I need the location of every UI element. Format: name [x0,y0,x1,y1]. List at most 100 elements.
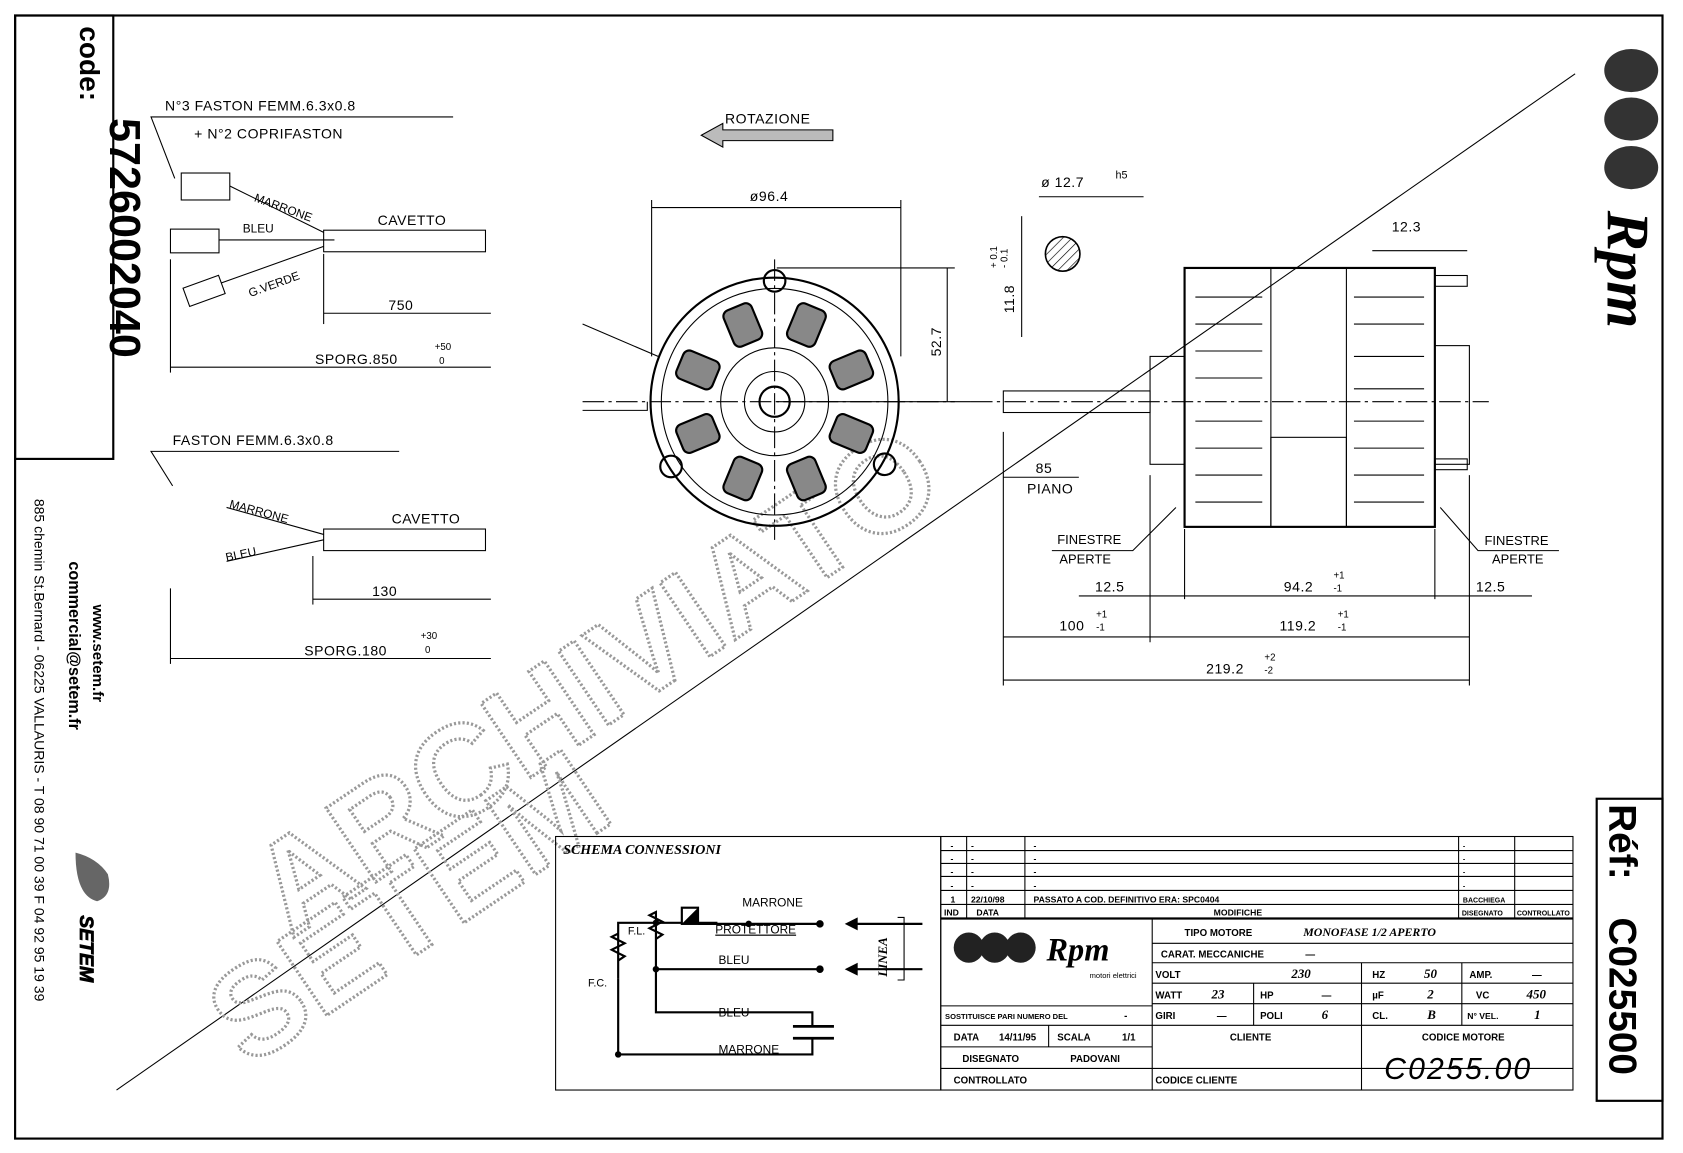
cliente-label: CLIENTE [1230,1032,1272,1043]
faston-title: N°3 FASTON FEMM.6.3x0.8 [165,97,356,113]
data-label: DATA [954,1032,979,1043]
shaft-diameter: ø 12.7 [1041,174,1084,190]
address-group: 885 chemin St.Bernard - 06225 VALLAURIS … [32,499,48,1002]
rpm-logo: Rpm motori elettrici [953,932,1137,980]
title-block: Rpm motori elettrici TIPO MOTORE MONOFAS… [940,918,1573,1091]
hz-label: HZ [1372,970,1385,981]
logo-sub: motori elettrici [1090,971,1137,980]
rev-header-disegnato: DISEGNATO [1462,910,1504,917]
setem-swirl-icon [75,852,110,902]
carat-value: — [1305,949,1315,960]
dim-219-2: 219.2 [1206,661,1244,677]
email-group: commercial@setem.fr [65,561,83,730]
windows-left-2: APERTE [1059,552,1111,567]
rev-cell-data: 22/10/98 [971,894,1005,904]
carat-label: CARAT. MECCANICHE [1161,949,1265,960]
tol: -1 [1338,622,1347,633]
windows-right-2: APERTE [1492,552,1544,567]
wire-marrone-2: MARRONE [228,497,290,526]
flat-tol-plus: + 0.1 [989,246,1000,268]
hz-value: 50 [1424,966,1437,981]
codice-cliente-label: CODICE CLIENTE [1155,1076,1237,1087]
rev-cell-modifica: - [1034,840,1037,850]
code-box [14,14,115,460]
tol-plus-2: +30 [421,631,438,642]
poli-label: POLI [1260,1011,1283,1022]
marrone-top: MARRONE [742,896,803,910]
ventilation-slot [785,455,827,502]
controllato-label: CONTROLLATO [954,1076,1028,1087]
tol: +1 [1338,609,1349,620]
rpm-coil-icon [1604,146,1659,190]
linea-label: LINEA [875,937,890,978]
rpm-coil-icon [1604,48,1659,93]
stud-dim: 12.3 [1392,218,1421,234]
giri-value: — [1217,1011,1227,1022]
rev-cell-disegnato: - [1463,869,1466,876]
ref-group: Réf: C025500 [1601,804,1644,1075]
rpm-brand-right: Rpm [1593,210,1660,328]
code-label-group: code: 5726002040 [74,26,148,358]
ventilation-slot [785,302,827,348]
logo-text: Rpm [1045,932,1109,968]
rev-cell-data: - [971,840,974,850]
overhang-850: SPORG.850 [315,351,398,367]
rev-cell-data: - [971,866,974,876]
flat-tol-minus: - 0.1 [1000,249,1011,268]
diameter-96: ø96.4 [750,188,789,204]
ventilation-slot [675,413,721,454]
marrone-cap: MARRONE [719,1042,780,1056]
volt-label: VOLT [1155,970,1180,981]
dim-94-2: 94.2 [1284,579,1313,595]
tipo-label: TIPO MOTORE [1185,928,1253,939]
plane-dim: 85 [1036,460,1053,476]
ref-label: Réf: [1601,804,1644,880]
rev-cell-disegnato: - [1463,883,1466,890]
watt-label: WATT [1155,990,1182,1001]
rev-cell-modifica: PASSATO A COD. DEFINITIVO ERA: SPC0404 [1034,894,1220,904]
rev-header-controllato: CONTROLLATO [1517,910,1571,917]
email: commercial@setem.fr [65,561,83,730]
ventilation-slot [675,349,721,391]
faston-title-2: FASTON FEMM.6.3x0.8 [173,432,334,448]
cable-label: CAVETTO [378,212,447,228]
wire-marrone: MARRONE [253,191,315,225]
tol: -2 [1264,666,1273,677]
amp-value: — [1532,970,1542,981]
rev-cell-modifica: - [1034,866,1037,876]
mounting-hole [659,454,683,479]
sostituisce-value: - [1124,1011,1127,1022]
code-label: code: [74,26,105,101]
watt-value: 23 [1211,986,1225,1001]
tol: -1 [1333,584,1342,595]
ventilation-slot [828,413,875,454]
website-group: www.setem.fr [89,604,106,703]
rev-header-data: DATA [976,907,999,917]
rev-cell-disegnato: BACCHIEGA [1463,897,1505,904]
cable [323,229,487,253]
tol-plus: +50 [435,342,452,353]
bleu-cap: BLEU [719,1006,750,1020]
tol-minus-2: 0 [425,645,431,656]
setem-brand: SETEM [75,915,97,983]
mounting-hole [872,452,897,477]
dim-119-2: 119.2 [1280,617,1317,633]
side-view: ø 12.7 h5 11.8 + 0.1 - 0.1 12.3 85 PIANO… [970,169,1559,686]
disegnato-value: PADOVANI [1070,1054,1120,1065]
code-number: 5726002040 [100,118,148,358]
rev-cell-disegnato: - [1463,843,1466,850]
tol: +2 [1264,653,1275,664]
rev-cell-ind: - [950,840,953,850]
codice-motore-label: CODICE MOTORE [1422,1032,1505,1043]
rev-cell-disegnato: - [1463,856,1466,863]
height-52: 52.7 [928,327,944,356]
giri-label: GIRI [1155,1011,1175,1022]
volt-value: 230 [1290,966,1311,981]
cable-label-2: CAVETTO [392,511,461,527]
wire-gverde: G.VERDE [247,268,302,299]
overhang-180: SPORG.180 [304,642,387,658]
amp-label: AMP. [1469,970,1492,981]
windows-left-1: FINESTRE [1057,532,1121,547]
uf-label: µF [1372,990,1384,1001]
